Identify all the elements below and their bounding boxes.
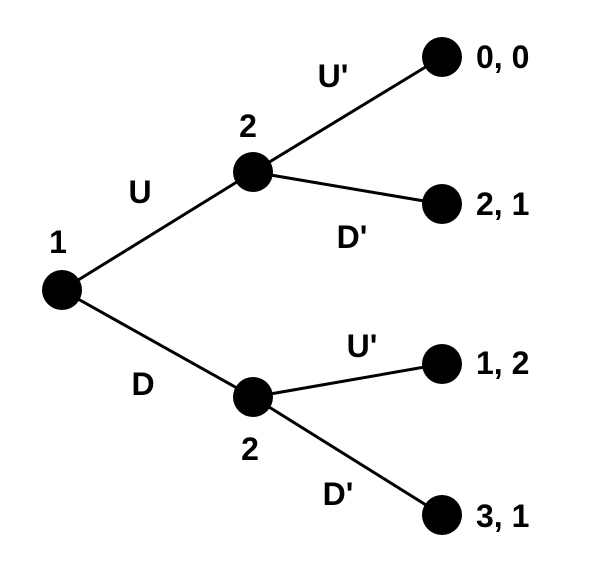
edge-root-to-lower xyxy=(61,288,254,399)
edge-root-to-upper xyxy=(61,170,254,292)
upper-move-up-label: U' xyxy=(318,58,349,94)
edge-lower-to-leaf-3 xyxy=(252,362,443,399)
upper-player-label: 2 xyxy=(239,108,257,144)
lower-move-up-label: U' xyxy=(347,328,378,364)
terminal-node-4 xyxy=(422,495,462,535)
payoff-label-1: 0, 0 xyxy=(476,39,529,75)
lower-player-label: 2 xyxy=(241,431,259,467)
root-player-label: 1 xyxy=(49,224,67,260)
lower-decision-node xyxy=(233,377,273,417)
root-move-up-label: U xyxy=(128,174,151,210)
edge-upper-to-leaf-1 xyxy=(252,55,443,174)
root-node xyxy=(42,270,82,310)
payoff-label-3: 1, 2 xyxy=(476,345,529,381)
upper-move-down-label: D' xyxy=(337,219,368,255)
payoff-label-2: 2, 1 xyxy=(476,186,529,222)
upper-decision-node xyxy=(233,152,273,192)
root-move-down-label: D xyxy=(131,366,154,402)
payoff-label-4: 3, 1 xyxy=(476,498,529,534)
lower-move-down-label: D' xyxy=(323,476,354,512)
edge-lower-to-leaf-4 xyxy=(252,395,443,517)
terminal-node-2 xyxy=(422,184,462,224)
edge-upper-to-leaf-2 xyxy=(252,170,443,206)
terminal-node-1 xyxy=(422,37,462,77)
terminal-node-3 xyxy=(422,344,462,384)
